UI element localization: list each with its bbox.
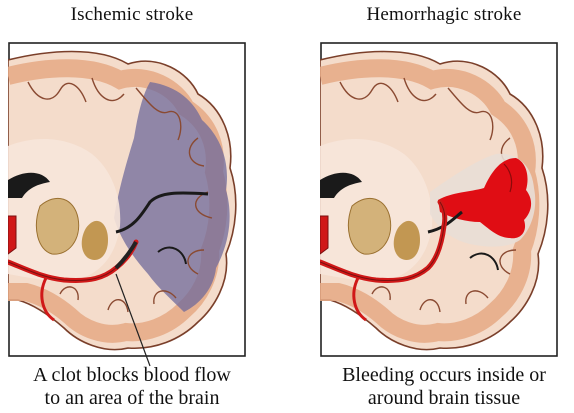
ischemic-caption-line2: to an area of the brain [0,387,274,410]
hemorrhagic-caption-line2: around brain tissue [302,387,574,410]
ischemic-caption-line1: A clot blocks blood flow [0,364,274,387]
basal-ganglia-1 [348,198,390,254]
basal-ganglia-1 [36,198,78,254]
hemorrhagic-illustration [320,42,558,357]
hemorrhagic-caption-line1: Bleeding occurs inside or [302,364,574,387]
hemorrhagic-panel: Hemorrhagic stroke [314,0,574,413]
hemorrhagic-title: Hemorrhagic stroke [314,4,574,26]
ischemic-illustration [8,42,246,357]
hemorrhagic-brain-diagram [320,42,558,357]
ischemic-panel: Ischemic stroke [2,0,262,413]
ischemic-caption: A clot blocks blood flow to an area of t… [0,364,274,410]
hemorrhagic-caption: Bleeding occurs inside or around brain t… [302,364,574,410]
ischemic-brain-diagram [8,42,246,357]
ischemic-title: Ischemic stroke [2,4,262,26]
